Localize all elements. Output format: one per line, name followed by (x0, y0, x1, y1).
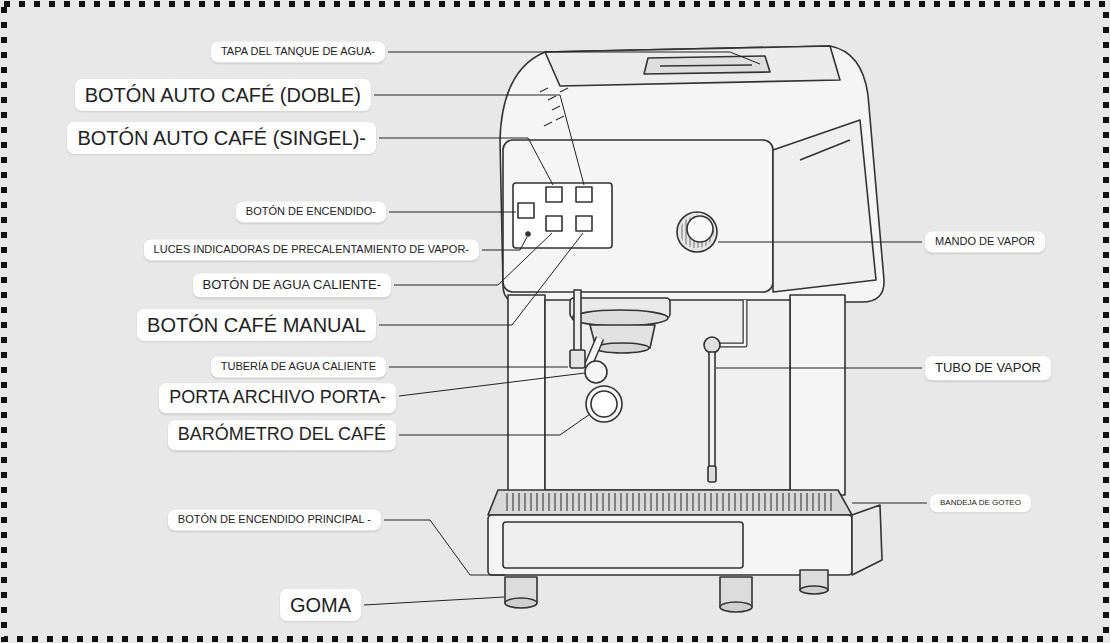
frame-border (4, 4, 1106, 639)
machine-body (488, 46, 884, 612)
leader-lines (364, 52, 927, 605)
part-label: BOTÓN DE ENCENDIDO PRINCIPAL - (168, 509, 381, 530)
part-label: BOTÓN AUTO CAFÉ (SINGEL)- (67, 122, 376, 154)
part-label: LUCES INDICADORAS DE PRECALENTAMIENTO DE… (144, 239, 479, 260)
part-label: GOMA (280, 589, 361, 621)
part-label: BOTÓN DE ENCENDIDO- (236, 201, 386, 222)
part-label: BOTÓN DE AGUA CALIENTE- (193, 273, 391, 297)
part-label: MANDO DE VAPOR (925, 231, 1045, 252)
part-label: BARÓMETRO DEL CAFÉ (168, 420, 396, 450)
part-label: BANDEJA DE GOTEO (930, 494, 1031, 512)
part-label: PORTA ARCHIVO PORTA- (159, 383, 396, 413)
part-label: BOTÓN CAFÉ MANUAL (137, 309, 376, 341)
part-label: TUBERÍA DE AGUA CALIENTE (211, 356, 386, 377)
part-label: TUBO DE VAPOR (925, 356, 1051, 380)
part-label: BOTÓN AUTO CAFÉ (DOBLE) (75, 79, 371, 111)
part-label: TAPA DEL TANQUE DE AGUA- (211, 41, 385, 62)
